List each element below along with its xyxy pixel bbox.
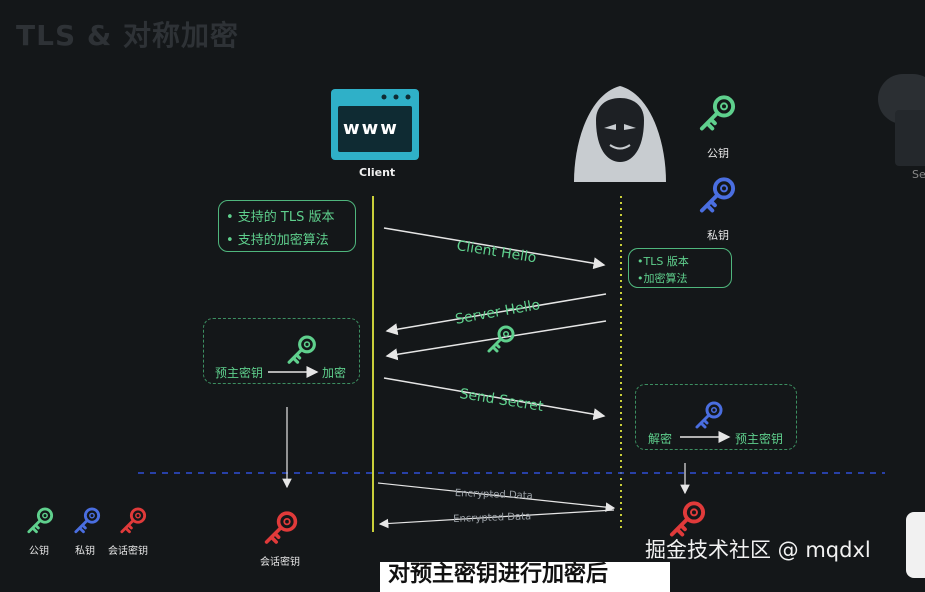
browser-www-text: www: [343, 118, 399, 139]
server-pre-master-label: 预主密钥: [735, 432, 784, 446]
legend-private-label: 私钥: [75, 546, 95, 557]
encrypted-arrow-2: [378, 509, 615, 529]
client-encrypt-label: 加密: [322, 366, 347, 380]
legend-session-key-icon: [120, 507, 147, 534]
legend-private-key-icon: [74, 507, 101, 534]
legend-public-key-icon: [27, 507, 54, 534]
client-label: Client: [359, 166, 396, 179]
side-card: [906, 512, 925, 578]
server-decrypt-box: 解密 预主密钥: [635, 384, 797, 450]
attacker-private-key-icon: [699, 177, 736, 213]
client-session-key-icon: [264, 511, 298, 544]
server-session-key-icon: [669, 501, 706, 537]
server-hello-arrow-2: [385, 320, 607, 361]
legend-session-label: 会话密钥: [108, 546, 148, 557]
server-tls-version-item: •TLS 版本: [637, 255, 689, 268]
subtitle-caption: 对预主密钥进行加密后: [380, 562, 670, 592]
client-tls-version-item: • 支持的 TLS 版本: [226, 210, 335, 225]
client-cipher-item: • 支持的加密算法: [226, 233, 329, 248]
server-decrypt-label: 解密: [648, 432, 673, 446]
attacker-public-key-label: 公钥: [707, 147, 729, 160]
client-capabilities-box: • 支持的 TLS 版本 • 支持的加密算法: [218, 200, 356, 252]
client-browser-icon: [331, 89, 419, 160]
attacker-private-key-label: 私钥: [707, 229, 729, 242]
legend-public-label: 公钥: [29, 546, 49, 557]
client-hello-arrow: [383, 227, 606, 270]
watermark-text: 掘金技术社区 @ mqdxl: [645, 538, 871, 562]
client-encrypt-box: 预主密钥 加密: [203, 318, 360, 384]
server-cipher-item: •加密算法: [637, 272, 688, 285]
server-hello-arrow-1: [385, 293, 607, 336]
server-side-text: Se: [912, 168, 925, 181]
hooded-attacker-icon: [574, 86, 666, 182]
page-title: TLS & 对称加密: [16, 19, 240, 52]
server-shape: [895, 110, 925, 166]
server-choice-box: •TLS 版本 •加密算法: [628, 248, 732, 288]
send-secret-arrow: [383, 377, 606, 421]
client-pre-master-label: 预主密钥: [215, 366, 264, 380]
client-session-key-label: 会话密钥: [260, 557, 300, 568]
encrypted-arrow-1: [377, 482, 616, 512]
attacker-public-key-icon: [699, 95, 736, 131]
